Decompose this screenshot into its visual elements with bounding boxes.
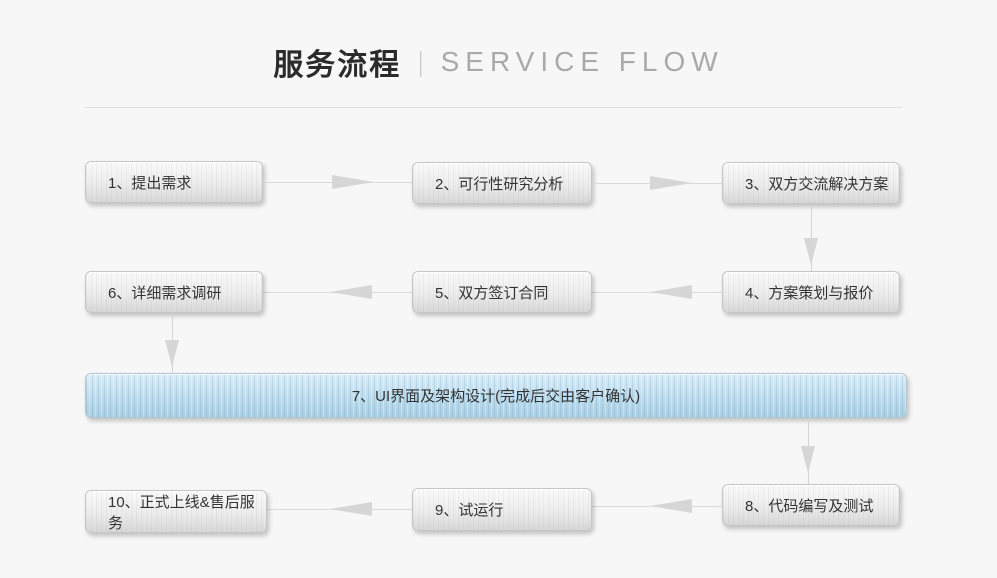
page-title-chinese: 服务流程 [273, 49, 402, 82]
step-box-8: 8、代码编写及测试 [722, 484, 900, 526]
arrow-down-icon [165, 340, 179, 367]
step-box-5: 5、双方签订合同 [412, 271, 592, 313]
step-box-6: 6、详细需求调研 [85, 271, 263, 313]
page-title: 服务流程 | SERVICE FLOW [0, 40, 997, 84]
connector-line-3-4 [811, 204, 812, 271]
arrow-down-icon [804, 238, 818, 265]
step-label-8: 8、代码编写及测试 [745, 497, 874, 515]
arrow-right-icon [650, 176, 692, 190]
step-label-7: 7、UI界面及架构设计(完成后交由客户确认) [351, 388, 641, 405]
arrow-down-icon [801, 446, 815, 473]
step-label-5: 5、双方签订合同 [435, 284, 549, 302]
step-box-4: 4、方案策划与报价 [722, 271, 900, 313]
step-label-9: 9、试运行 [435, 502, 504, 519]
step-box-3: 3、双方交流解决方案 [722, 162, 900, 204]
arrow-right-icon [332, 175, 374, 189]
step-label-6: 6、详细需求调研 [108, 284, 222, 302]
step-box-7-highlight: 7、UI界面及架构设计(完成后交由客户确认) [85, 373, 907, 418]
arrow-left-icon [650, 285, 692, 299]
step-label-10: 10、正式上线&售后服务 [108, 493, 255, 532]
step-box-9: 9、试运行 [412, 488, 592, 531]
arrow-left-icon [330, 285, 372, 299]
step-box-2: 2、可行性研究分析 [412, 162, 592, 204]
arrow-left-icon [330, 502, 372, 516]
page-title-english: SERVICE FLOW [440, 46, 724, 77]
step-box-10: 10、正式上线&售后服务 [85, 490, 267, 533]
arrow-left-icon [650, 499, 692, 513]
title-divider: | [418, 46, 424, 77]
step-box-1: 1、提出需求 [85, 161, 263, 203]
header-divider-line [85, 107, 902, 108]
step-label-4: 4、方案策划与报价 [745, 284, 874, 302]
step-label-1: 1、提出需求 [108, 174, 192, 192]
step-label-2: 2、可行性研究分析 [435, 175, 564, 193]
step-label-3: 3、双方交流解决方案 [745, 175, 889, 193]
